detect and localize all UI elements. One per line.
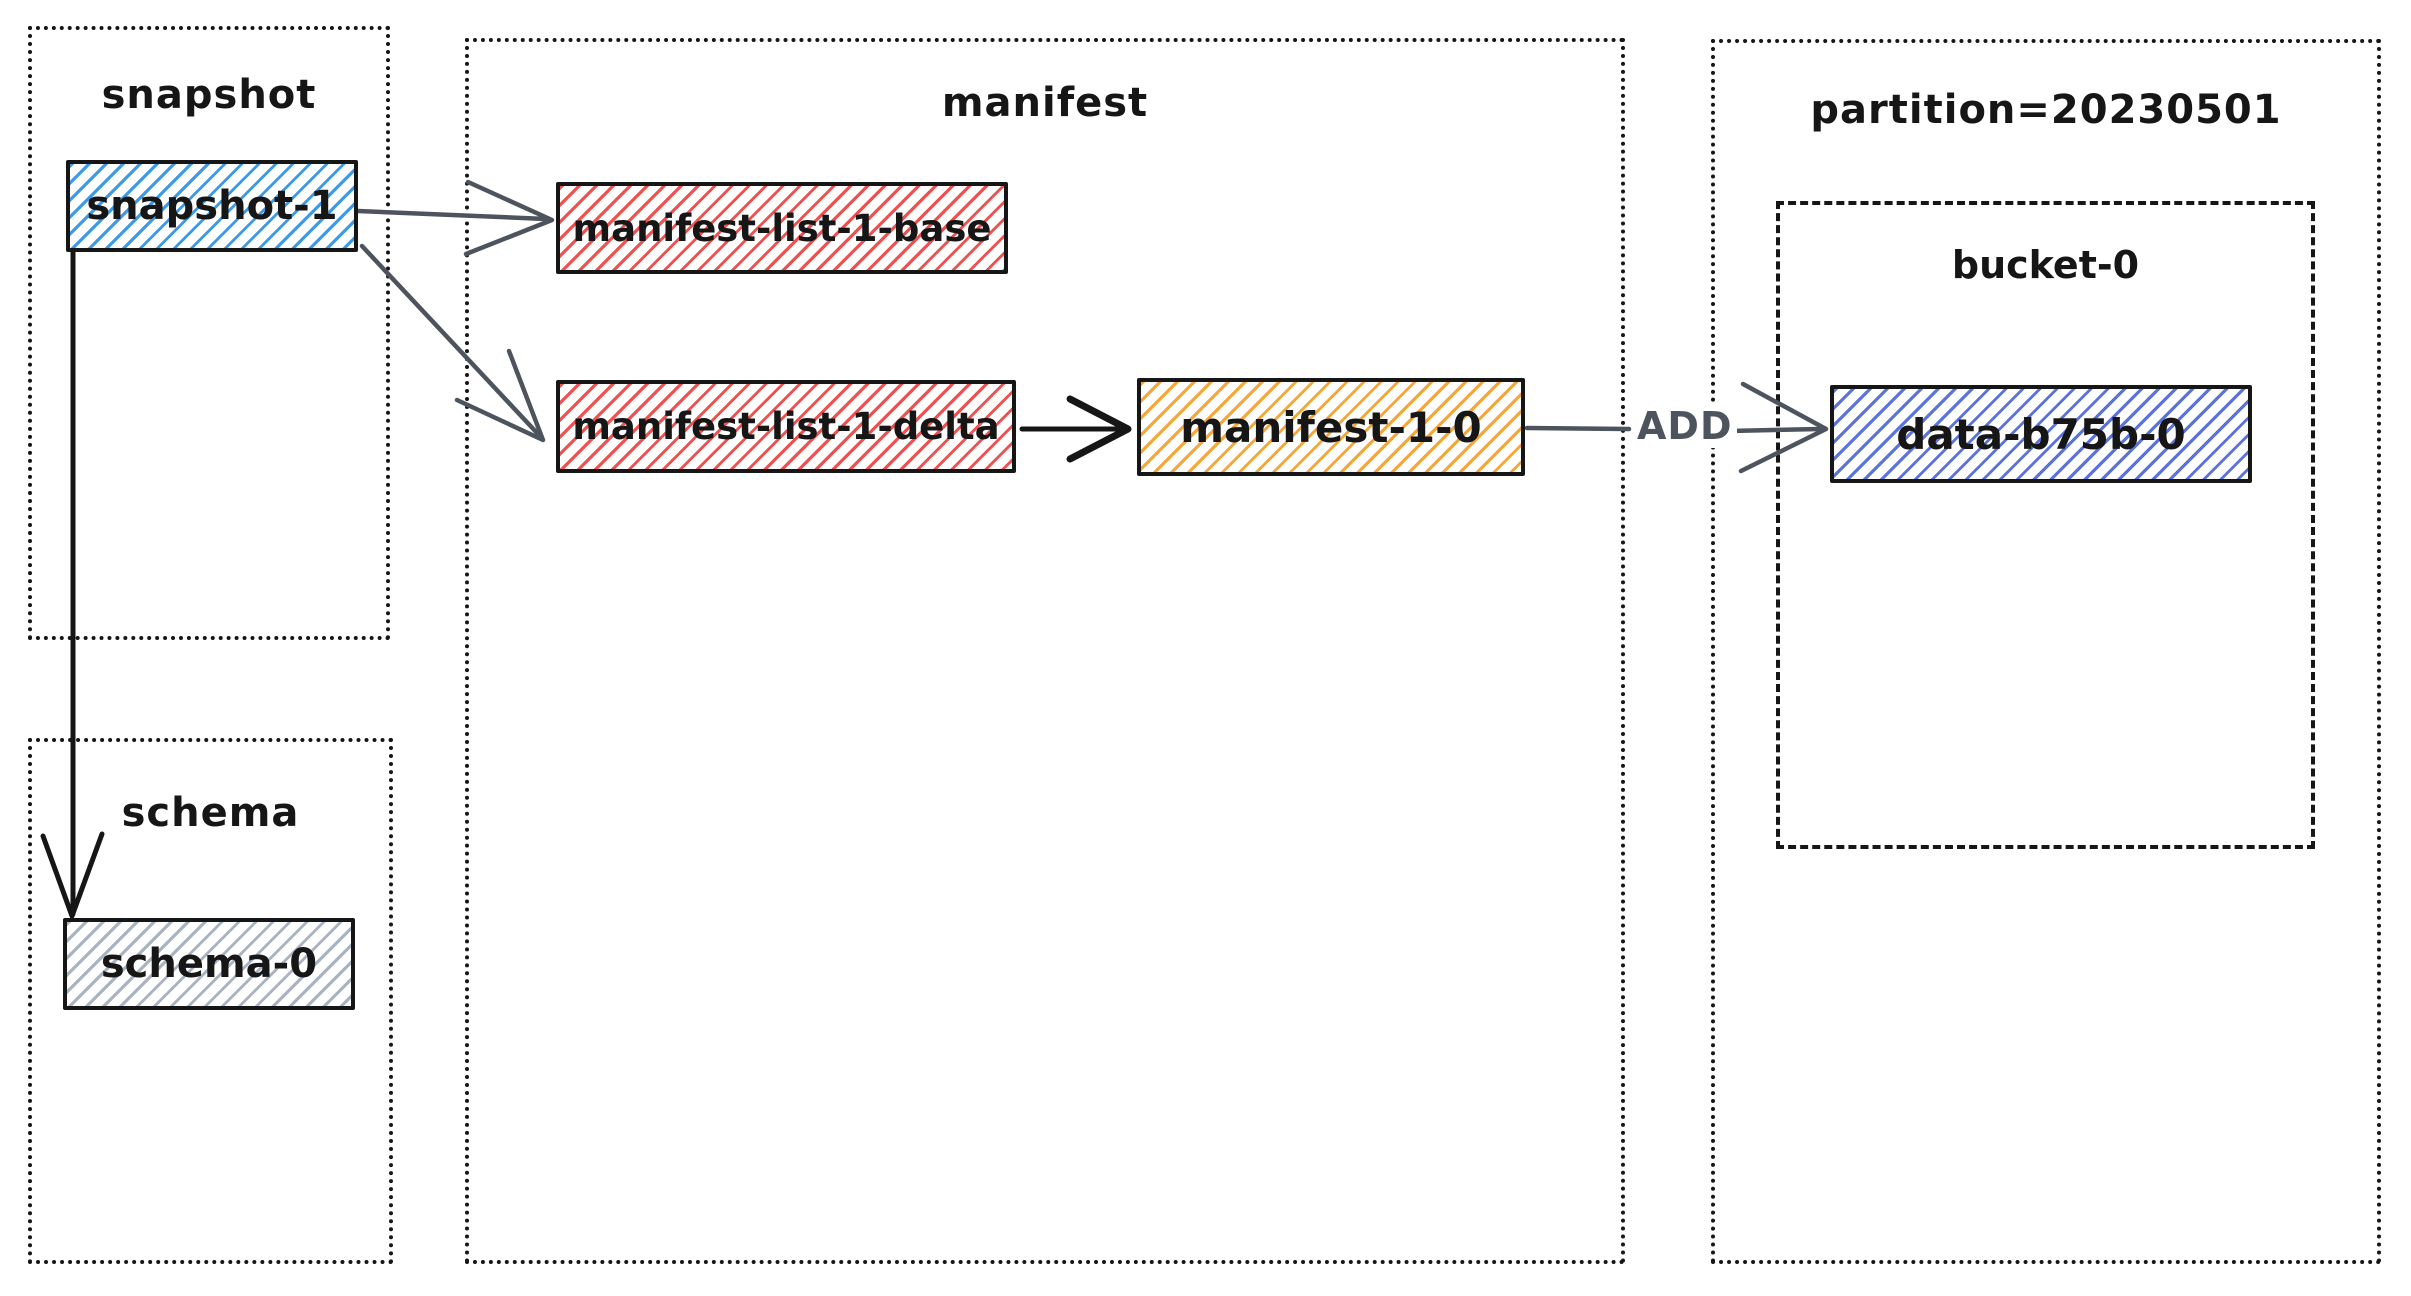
node-schema-0-label: schema-0 xyxy=(100,941,318,987)
node-manifest-1-0: manifest-1-0 xyxy=(1137,378,1525,476)
node-data-b75b-0: data-b75b-0 xyxy=(1830,385,2252,483)
bucket-box: bucket-0 xyxy=(1776,201,2315,849)
node-manifest-1-0-label: manifest-1-0 xyxy=(1180,402,1482,452)
node-data-b75b-0-label: data-b75b-0 xyxy=(1896,409,2186,459)
node-manifest-list-1-base: manifest-list-1-base xyxy=(556,182,1008,274)
node-manifest-list-1-delta-label: manifest-list-1-delta xyxy=(572,405,1000,448)
bucket-label: bucket-0 xyxy=(1951,243,2140,287)
node-snapshot-1: snapshot-1 xyxy=(66,160,358,252)
node-manifest-list-1-delta: manifest-list-1-delta xyxy=(556,380,1016,473)
container-partition-label: partition=20230501 xyxy=(1810,87,2282,133)
node-manifest-list-1-base-label: manifest-list-1-base xyxy=(572,206,992,250)
edge-add-label: ADD xyxy=(1633,404,1737,448)
container-partition: partition=20230501 xyxy=(1711,39,2381,1264)
node-snapshot-1-label: snapshot-1 xyxy=(86,183,338,229)
container-manifest: manifest xyxy=(465,38,1625,1264)
container-snapshot: snapshot xyxy=(28,26,390,640)
container-schema-label: schema xyxy=(121,790,300,836)
node-schema-0: schema-0 xyxy=(63,918,355,1010)
container-snapshot-label: snapshot xyxy=(101,72,317,118)
container-manifest-label: manifest xyxy=(941,80,1149,126)
container-schema: schema xyxy=(28,738,393,1264)
